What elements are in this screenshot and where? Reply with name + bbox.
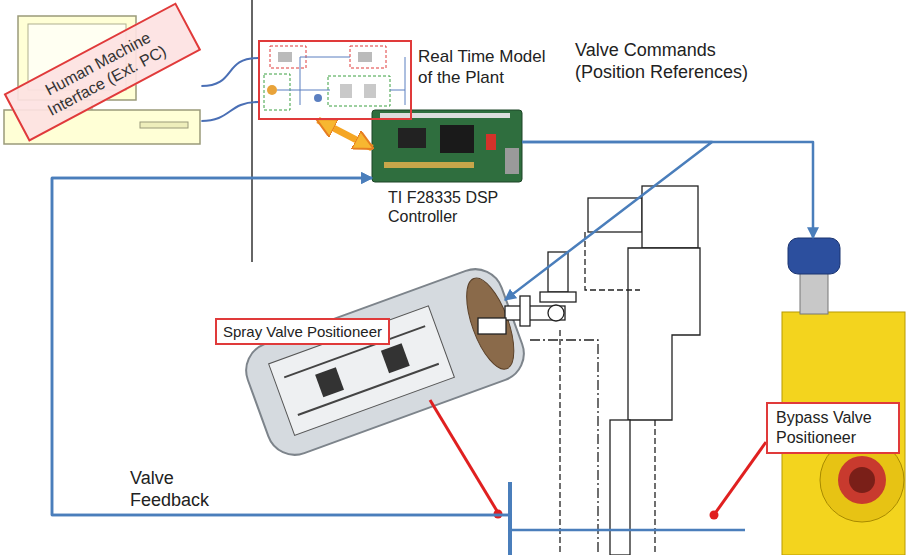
node-label: Real Time Model of the Plant — [418, 46, 558, 89]
signal-connector — [52, 178, 745, 530]
drawing-part — [380, 113, 510, 118]
spray-positioner-photo — [238, 261, 531, 462]
node-label: Bypass Valve Positioneer — [766, 402, 900, 454]
drawing-part — [398, 128, 426, 148]
signal-connector — [505, 142, 712, 300]
drawing-part — [788, 238, 840, 274]
frame-line — [251, 0, 253, 262]
signal-connector — [522, 142, 813, 238]
signal-connector — [201, 58, 258, 86]
node-label: Spray Valve Positioneer — [215, 318, 390, 345]
drawing-part — [628, 248, 700, 420]
drawing-part — [381, 343, 410, 373]
signal-connector — [52, 178, 510, 515]
signal-connector — [318, 120, 372, 148]
annotation-label: Valve Commands (Position References) — [575, 40, 775, 83]
valve-station-drawing — [478, 186, 700, 555]
drawing-part — [384, 162, 474, 168]
drawing-part — [264, 74, 290, 110]
annotation-label: Valve Feedback — [130, 468, 220, 511]
leader-line — [430, 400, 497, 511]
drawing-part — [238, 261, 531, 462]
drawing-part — [372, 110, 522, 182]
node-label: Human Machine Interface (Ext. PC) — [16, 14, 189, 130]
drawing-part — [358, 52, 372, 62]
hmi-box: Human Machine Interface (Ext. PC) — [4, 2, 202, 142]
signal-connector — [201, 102, 258, 121]
bypass-valve-positioner: Bypass Valve Positioneer — [745, 238, 905, 555]
drawing-part — [440, 125, 474, 153]
drawing-part — [267, 85, 277, 95]
drawing-part — [548, 305, 564, 321]
drawing-part — [364, 84, 376, 98]
drawing-part — [478, 318, 506, 334]
drawing-part — [849, 467, 875, 493]
node-label: TI F28335 DSP Controller — [388, 188, 522, 226]
drawing-part — [298, 364, 439, 415]
spray-valve-positioner: Spray Valve Positioneer — [210, 300, 520, 515]
drawing-part — [340, 84, 352, 98]
drawing-part — [486, 134, 496, 150]
dsp-board-drawing — [372, 110, 522, 182]
drawing-part — [838, 456, 886, 504]
drawing-part — [520, 296, 530, 326]
drawing-part — [258, 40, 412, 120]
drawing-part — [350, 46, 386, 68]
drawing-part — [457, 272, 524, 375]
drawing-part — [328, 76, 390, 106]
leader-dot — [710, 511, 719, 520]
drawing-part — [315, 367, 344, 397]
dsp-controller-board: TI F28335 DSP Controller — [372, 108, 522, 226]
drawing-part — [278, 52, 292, 62]
drawing-part — [585, 232, 640, 290]
drawing-part — [530, 340, 598, 555]
drawing-part — [559, 330, 560, 555]
drawing-part — [610, 420, 630, 555]
drawing-part — [505, 306, 565, 320]
drawing-part — [505, 148, 519, 174]
drawing-part — [277, 57, 405, 105]
bypass-valve-drawing — [782, 238, 905, 555]
drawing-part — [654, 420, 655, 555]
drawing-part — [800, 270, 828, 314]
drawing-part — [642, 186, 698, 248]
drawing-part — [540, 292, 576, 302]
plant-schematic — [258, 40, 412, 120]
leader-line — [716, 442, 766, 512]
drawing-part — [314, 94, 322, 102]
drawing-part — [140, 122, 188, 128]
plant-model-box: Real Time Model of the Plant — [258, 40, 412, 120]
